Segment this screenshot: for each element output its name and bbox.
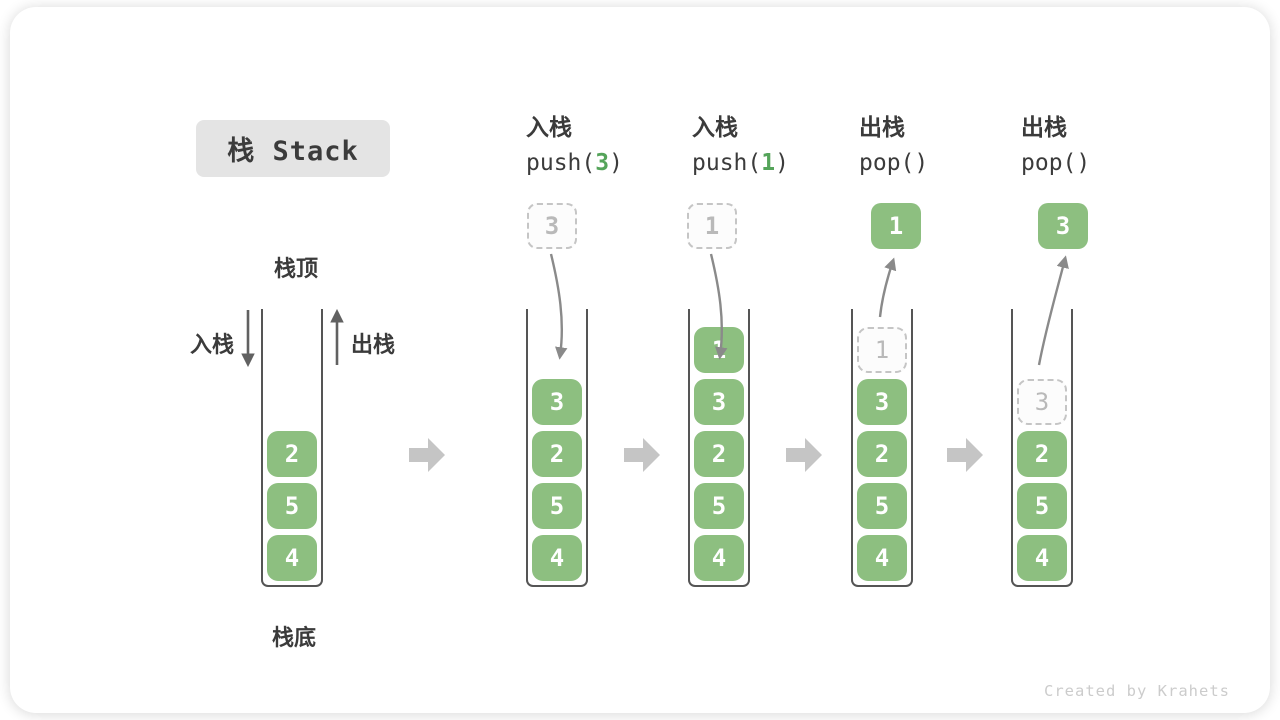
op-code: push(1) [692, 150, 789, 176]
column-header-push-3: 入栈 push(3) [526, 113, 696, 177]
stack-cell: 2 [694, 431, 744, 477]
stack-bottom-label: 栈底 [271, 625, 317, 650]
pop-direction-label: 出栈 [351, 332, 396, 357]
op-code: push(3) [526, 150, 623, 176]
op-arg: 3 [595, 150, 610, 176]
stack-cell: 5 [267, 483, 317, 529]
stack-cell-ghost: 3 [1017, 379, 1067, 425]
stack-after-pop-1: 1 3 2 5 4 [851, 309, 913, 587]
stack-cell: 1 [694, 327, 744, 373]
stack-cell: 5 [532, 483, 582, 529]
op-label: 入栈 [692, 114, 738, 140]
op-label: 出栈 [859, 114, 905, 140]
stack-cell: 2 [1017, 431, 1067, 477]
stack-cell: 5 [694, 483, 744, 529]
popped-item-1: 1 [871, 203, 921, 249]
push-item-1: 1 [687, 203, 737, 249]
stack-after-pop-2: 3 2 5 4 [1011, 309, 1073, 587]
stack-cell: 2 [857, 431, 907, 477]
transition-arrow-icon [786, 438, 822, 472]
transition-arrow-icon [947, 438, 983, 472]
stack-initial: 2 5 4 [261, 309, 323, 587]
stack-top-label: 栈顶 [273, 256, 319, 281]
push-direction-label: 入栈 [190, 332, 235, 357]
op-label: 出栈 [1021, 114, 1067, 140]
stack-after-push-3: 3 2 5 4 [526, 309, 588, 587]
stack-cell: 4 [1017, 535, 1067, 581]
column-header-pop-2: 出栈 pop() [1021, 113, 1191, 177]
stack-cell: 4 [532, 535, 582, 581]
diagram-title-box: 栈 Stack [196, 120, 390, 177]
diagram-card: 栈 Stack 入栈 push(3) 入栈 push(1) 出栈 pop() 出… [10, 7, 1270, 713]
column-header-push-1: 入栈 push(1) [692, 113, 862, 177]
popped-item-3: 3 [1038, 203, 1088, 249]
op-arg: 1 [761, 150, 776, 176]
stack-cell: 3 [694, 379, 744, 425]
stack-cell: 3 [532, 379, 582, 425]
column-header-pop-1: 出栈 pop() [859, 113, 1029, 177]
stack-cell: 3 [857, 379, 907, 425]
stack-cell: 4 [694, 535, 744, 581]
stack-cell: 2 [267, 431, 317, 477]
push-item-3: 3 [527, 203, 577, 249]
watermark: Created by Krahets [1044, 682, 1230, 700]
stack-cell: 4 [857, 535, 907, 581]
stack-cell: 5 [857, 483, 907, 529]
diagram-title: 栈 Stack [227, 136, 359, 167]
op-label: 入栈 [526, 114, 572, 140]
stack-cell: 2 [532, 431, 582, 477]
transition-arrow-icon [409, 438, 445, 472]
transition-arrow-icon [624, 438, 660, 472]
stack-cell: 4 [267, 535, 317, 581]
op-code: pop() [859, 150, 929, 176]
stack-cell: 5 [1017, 483, 1067, 529]
stack-cell-ghost: 1 [857, 327, 907, 373]
op-code: pop() [1021, 150, 1091, 176]
stack-after-push-1: 1 3 2 5 4 [688, 309, 750, 587]
